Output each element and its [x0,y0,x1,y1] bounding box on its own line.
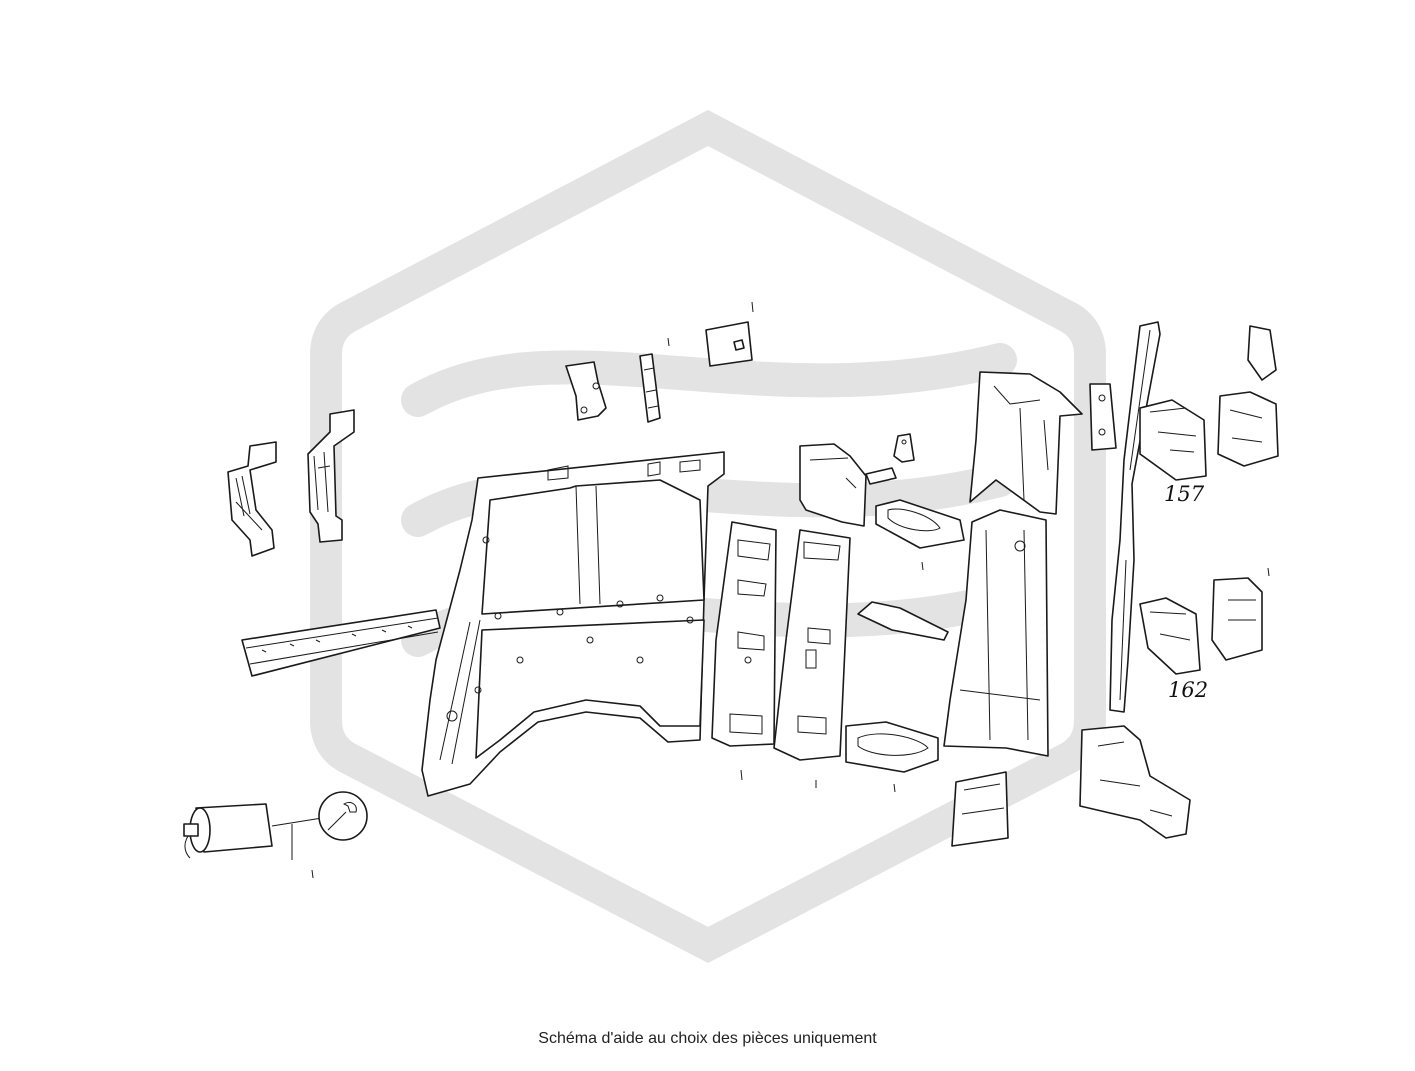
plate-bracket-part[interactable] [565,361,607,421]
wheelhouse-lower-part[interactable] [845,721,939,793]
callout-162[interactable]: 162 [1168,678,1208,702]
bracket-left-part[interactable] [227,441,277,557]
clip-part[interactable] [893,433,915,463]
mid-right-bracket-part[interactable] [1211,567,1270,661]
rear-pillar-inner-part[interactable] [1089,383,1117,451]
side-panel-frame-part[interactable] [421,451,725,797]
glue-tube-icon [183,803,323,879]
upper-gusset-part[interactable] [799,443,897,527]
lower-reinforcement-part[interactable] [951,771,1009,847]
bracket-157-part[interactable] [1139,399,1207,481]
diagram-caption: Schéma d'aide au choix des pièces unique… [538,1030,877,1047]
striker-plate-part[interactable] [639,337,670,423]
wrench-icon [318,791,368,841]
pillar-a-part[interactable] [711,521,777,781]
rear-corner-part[interactable] [1079,725,1191,839]
callout-157[interactable]: 157 [1164,482,1205,506]
rear-long-pillar-part[interactable] [1109,321,1161,713]
bracket-step-part[interactable] [307,409,355,543]
cover-plate-part[interactable] [705,301,754,367]
rear-pillar-upper-part[interactable] [969,371,1083,515]
wheelhouse-upper-part[interactable] [875,499,965,571]
pillar-b-part[interactable] [773,529,851,788]
wheelhouse-mid-part[interactable] [857,601,949,641]
bracket-162-part[interactable] [1139,597,1201,675]
sill-rail-part[interactable] [241,609,441,677]
upper-right-bracket-part[interactable] [1217,325,1279,467]
rear-pillar-lower-part[interactable] [943,509,1049,757]
